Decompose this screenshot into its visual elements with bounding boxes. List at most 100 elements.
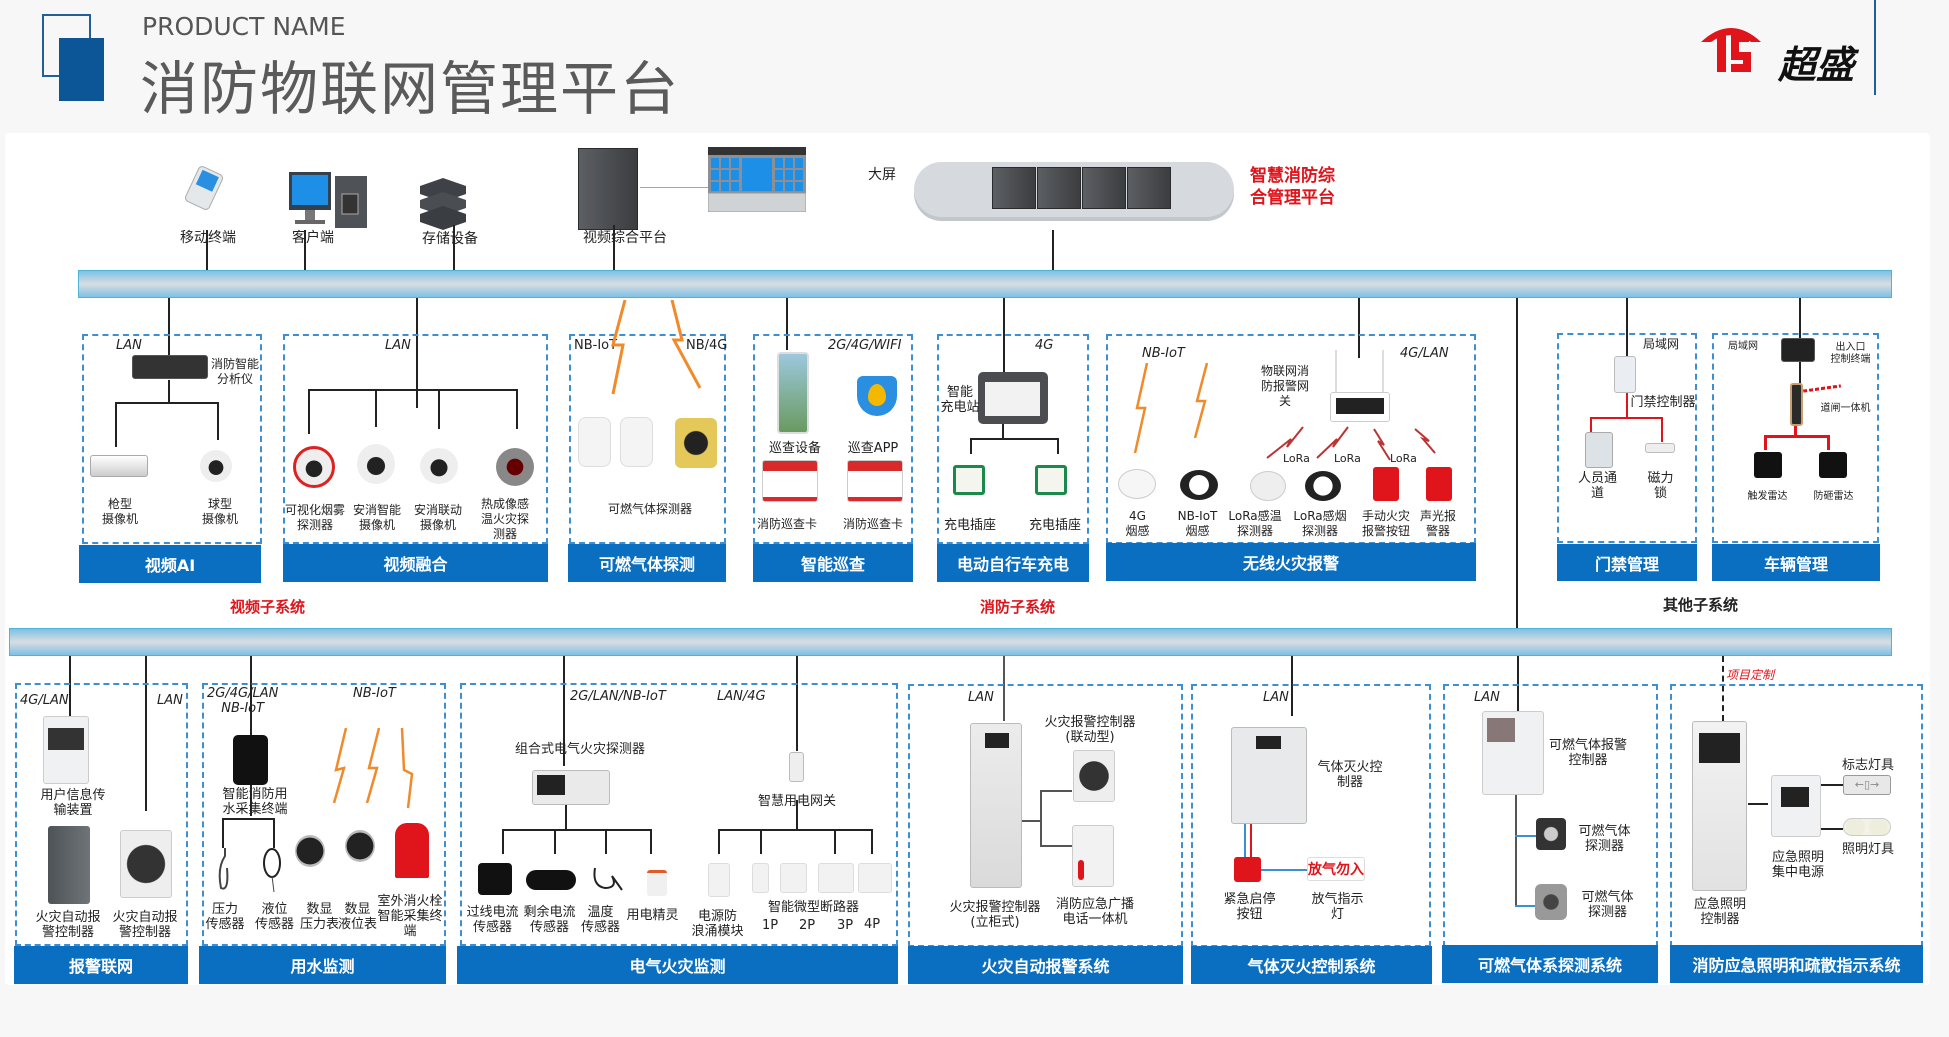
connector: [1661, 417, 1663, 442]
section-title-vehicle-management[interactable]: 车辆管理: [1712, 544, 1880, 581]
desktop-client-icon: [287, 170, 372, 232]
overcurrent-sensor-icon: [478, 863, 512, 895]
device-label: 液位 传感器: [254, 902, 294, 932]
network-label: 2G/4G/WIFI: [828, 338, 902, 353]
breaker-group-label: 智能微型断路器: [767, 900, 859, 915]
section-title-video-ai[interactable]: 视频AI: [79, 545, 261, 583]
section-title-smart-patrol[interactable]: 智能巡查: [753, 544, 913, 582]
sound-light-alarm-icon: [1426, 467, 1452, 501]
hub-label: 智能消防用 水采集终端: [222, 787, 288, 817]
connector: [115, 402, 117, 447]
network-label: NB-IoT: [353, 686, 396, 701]
ai-analyzer-icon: [132, 355, 208, 379]
network-label: 4G/LAN: [1400, 346, 1449, 361]
wireless-signal-icon: [400, 728, 414, 808]
section-title-alarm-networking[interactable]: 报警联网: [14, 946, 188, 984]
connector: [1022, 820, 1040, 822]
section-title-gas-extinguishing[interactable]: 气体灭火控制系统: [1191, 946, 1432, 984]
wireless-signal-icon: [365, 728, 381, 803]
network-label: NB/4G: [686, 338, 728, 353]
device-label: NB-IoT 烟感: [1177, 509, 1218, 538]
device-label: 充电插座: [943, 518, 996, 533]
storage-device-icon: [418, 178, 468, 230]
lora-smoke-detector-icon: [1305, 471, 1341, 501]
connector: [760, 829, 762, 854]
exit-sign-lamp-icon: ←▯→: [1843, 775, 1891, 795]
section-title-auto-fire-alarm[interactable]: 火灾自动报警系统: [908, 946, 1183, 984]
device-label: 人员通 道: [1577, 471, 1617, 501]
section-title-wireless-fire-alarm[interactable]: 无线火灾报警: [1106, 543, 1476, 581]
section-title-emergency-lighting[interactable]: 消防应急照明和疏散指示系统: [1670, 945, 1923, 983]
device-label: 手动火灾 报警按钮: [1361, 509, 1410, 538]
device-label: LoRa感烟 探测器: [1293, 509, 1347, 538]
group-label-fire: 消防子系统: [980, 598, 1056, 616]
section-title-electrical-fire[interactable]: 电气火灾监测: [457, 946, 898, 984]
connector: [1040, 790, 1072, 792]
user-info-transmitter-icon: [43, 716, 89, 784]
connector: [222, 818, 274, 820]
connector: [1358, 298, 1360, 358]
cloud-server-icon: [992, 167, 1036, 209]
4g-smoke-detector-icon: [1118, 469, 1156, 499]
device-label: 安消智能 摄像机: [352, 503, 401, 532]
connector: [1748, 803, 1768, 805]
section-title-access-control[interactable]: 门禁管理: [1557, 544, 1697, 581]
broadcast-handset: [1078, 860, 1084, 880]
connector: [222, 818, 224, 848]
top-device-label: 客户端: [292, 230, 334, 246]
device-label: 可燃气体探测器: [607, 502, 692, 516]
emergency-stop-button-icon: [1234, 857, 1261, 882]
section-title-ebike-charging[interactable]: 电动自行车充电: [937, 544, 1089, 582]
section-title-water-monitoring[interactable]: 用水监测: [199, 946, 446, 984]
charging-socket-icon: [1035, 465, 1067, 495]
connector: [1003, 656, 1005, 721]
discharge-indicator-sign: 放气勿入: [1307, 857, 1365, 881]
device-label: 声光报 警器: [1419, 509, 1456, 538]
section-title-video-fusion[interactable]: 视频融合: [283, 544, 548, 582]
anti-smash-radar-icon: [1819, 452, 1847, 478]
mobile-terminal-icon: [183, 165, 233, 210]
section-title-gas-detection-system[interactable]: 可燃气体系探测系统: [1442, 945, 1658, 983]
connector: [308, 389, 516, 391]
connector: [516, 389, 518, 429]
connector: [1040, 790, 1042, 845]
network-label: LAN: [1474, 690, 1500, 705]
surge-protector-icon: [708, 863, 730, 897]
temperature-sensor-icon: [593, 867, 623, 891]
network-label: 局域网: [1728, 341, 1758, 352]
top-device-label: 存储设备: [422, 231, 478, 247]
breaker-label: 1P: [761, 918, 779, 933]
product-name: PRODUCT NAME: [142, 12, 346, 41]
section-frame: [1712, 333, 1879, 543]
device-label: 消防应急广播 电话一体机: [1055, 897, 1134, 927]
connector: [1626, 298, 1628, 360]
network-label: 局域网: [1643, 337, 1680, 351]
device-label: 安消联动 摄像机: [413, 503, 462, 532]
section-title-gas-detection[interactable]: 可燃气体探测: [568, 544, 726, 582]
magnetic-lock-icon: [1645, 443, 1675, 453]
breaker-label: 4P: [863, 917, 881, 932]
device-label: 电源防 浪涌模块: [691, 909, 744, 939]
group-label-other: 其他子系统: [1663, 596, 1739, 614]
dome-camera-icon: [200, 450, 232, 482]
linkage-camera-icon: [420, 448, 458, 484]
header-divider: [1874, 0, 1876, 95]
device-label: 火灾自动报 警控制器: [35, 910, 101, 940]
connector: [502, 829, 504, 854]
connector: [718, 829, 720, 854]
video-platform-cabinet-icon: [578, 148, 638, 230]
dashed-connector: [1722, 656, 1724, 721]
connector: [605, 829, 607, 854]
connector: [1794, 426, 1797, 436]
section-frame: [283, 334, 548, 544]
barrier-gate-icon: [1790, 383, 1803, 426]
connector: [1821, 784, 1843, 786]
device-label: 消防巡查卡: [842, 517, 903, 531]
hub-label: 消防智能 分析仪: [210, 357, 259, 386]
lighting-controller-screen: [1699, 733, 1740, 763]
device-label: 室外消火栓 智能采集终 端: [377, 894, 443, 939]
industrial-gas-detector-icon: [675, 418, 717, 468]
wireless-signal-icon: [670, 300, 702, 389]
lora-signal-icon: [1316, 426, 1349, 459]
connector: [650, 829, 652, 854]
